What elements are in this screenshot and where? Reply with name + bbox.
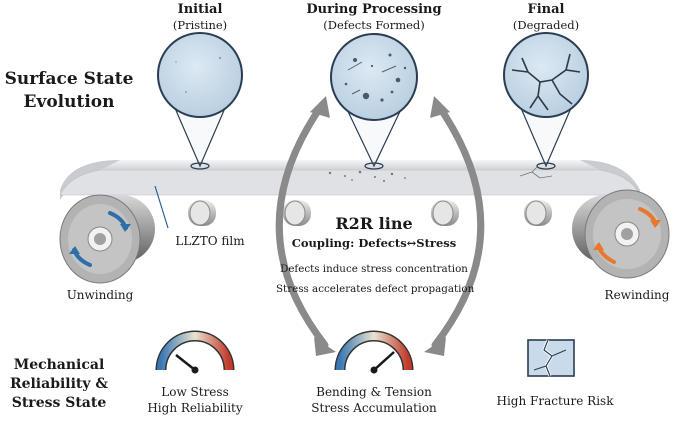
surface-heading-line2: Evolution	[23, 92, 115, 112]
coupling-label: Coupling: Defects↔Stress	[291, 236, 457, 250]
lens-during-processing	[330, 33, 418, 170]
surface-heading-line1: Surface State	[4, 69, 134, 89]
stress-accumulation-line2: Stress Accumulation	[311, 401, 437, 415]
lens-final	[503, 32, 589, 170]
fracture-risk-caption: High Fracture Risk	[496, 394, 614, 408]
rewinding-label: Rewinding	[604, 288, 670, 302]
gauge-low-stress	[155, 330, 235, 374]
r2r-title: R2R line	[335, 214, 413, 233]
mechanical-heading-line3: Stress State	[11, 395, 107, 411]
low-stress-caption: Low Stress High Reliability	[140, 384, 250, 416]
rewinding-roller	[572, 189, 670, 279]
unwinding-label: Unwinding	[66, 288, 134, 302]
idler-rollers	[188, 200, 552, 226]
low-stress-line1: Low Stress	[161, 385, 229, 399]
stage-initial-title: Initial	[177, 2, 223, 17]
mechanical-heading: Mechanical Reliability & Stress State	[0, 356, 118, 413]
stress-accumulation-caption: Bending & Tension Stress Accumulation	[304, 384, 444, 416]
coupling-arrows	[275, 101, 485, 349]
mechanical-heading-line1: Mechanical	[13, 357, 105, 373]
stage-processing-title: During Processing	[306, 2, 442, 17]
stage-final-title: Final	[527, 2, 565, 17]
mechanical-heading-line2: Reliability &	[9, 376, 109, 392]
gauge-stress-accumulation	[334, 330, 414, 374]
film-label-pointer	[154, 185, 169, 229]
stress-accumulation-line1: Bending & Tension	[316, 385, 432, 399]
low-stress-line2: High Reliability	[147, 401, 243, 415]
coupling-line-2: Stress accelerates defect propagation	[276, 283, 475, 295]
film-label: LLZTO film	[175, 234, 245, 248]
surface-heading: Surface State Evolution	[0, 68, 138, 114]
unwinding-roller	[59, 194, 155, 284]
stage-processing-subtitle: (Defects Formed)	[323, 18, 425, 32]
lens-initial	[157, 32, 243, 170]
coupling-line-1: Defects induce stress concentration	[280, 263, 468, 275]
stage-initial-subtitle: (Pristine)	[172, 18, 228, 32]
fracture-icon	[527, 339, 575, 377]
llzto-film-belt	[59, 160, 641, 200]
stage-final-subtitle: (Degraded)	[512, 18, 580, 32]
